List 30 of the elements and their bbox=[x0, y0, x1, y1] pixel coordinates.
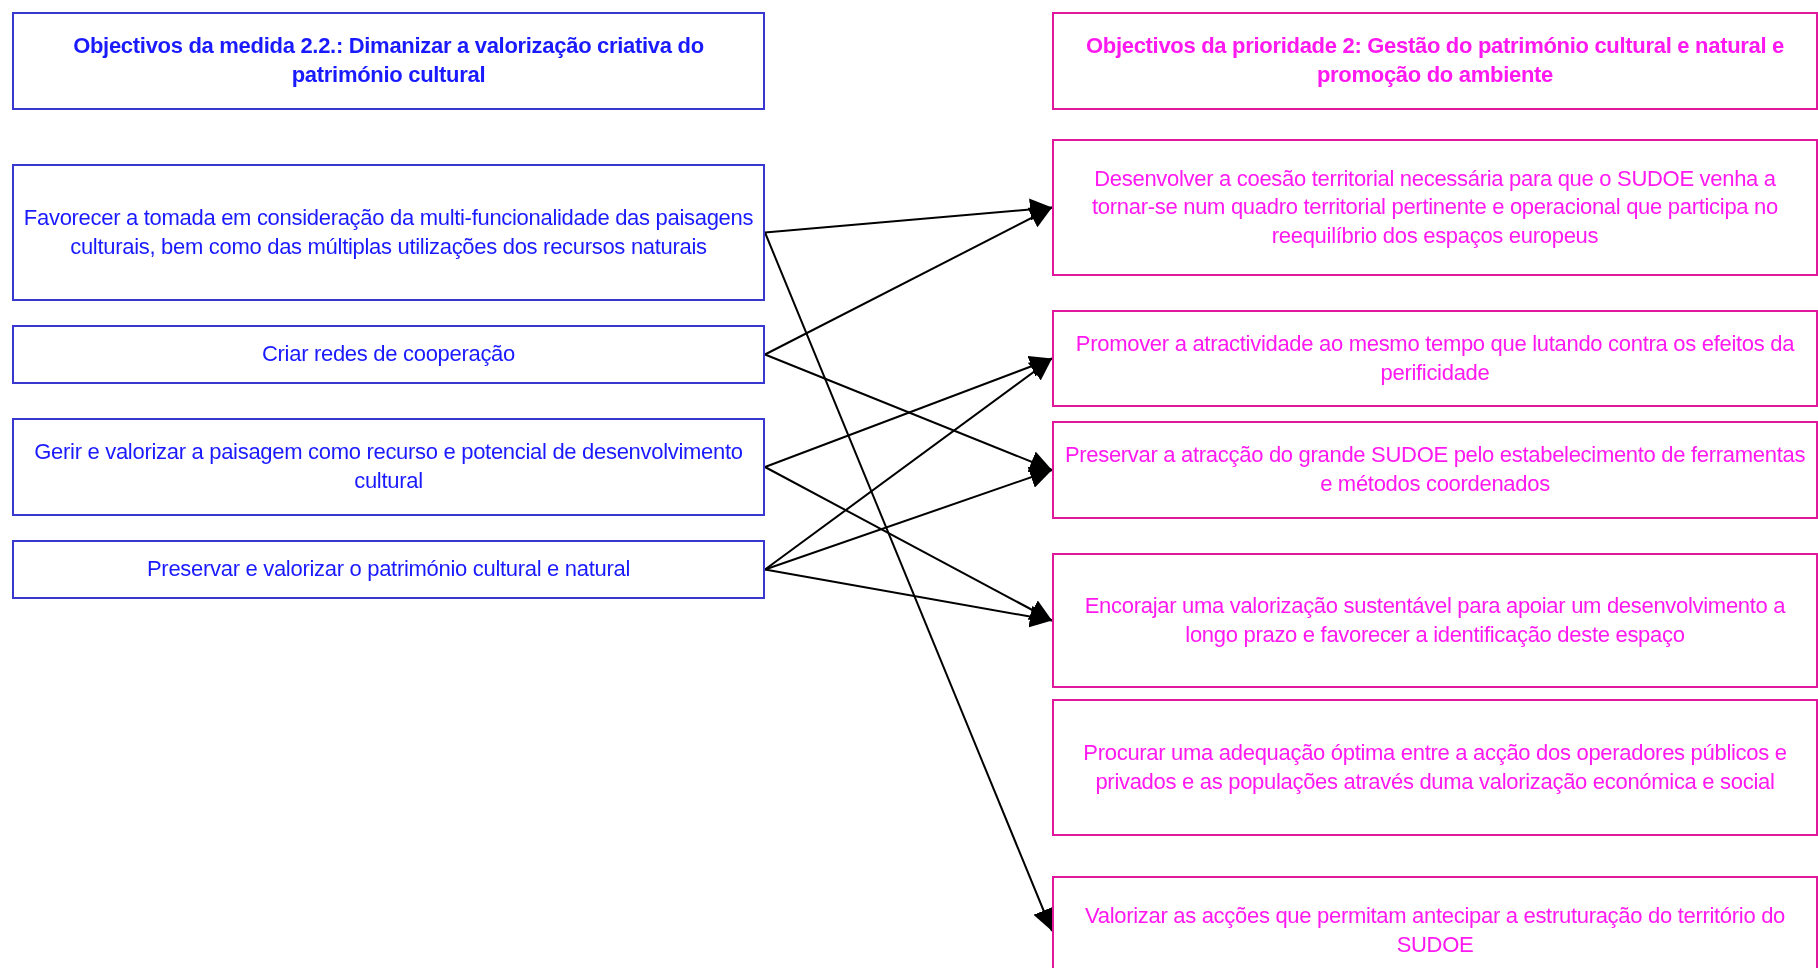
arrow bbox=[764, 466, 1053, 571]
objective-box bbox=[1052, 553, 1818, 688]
objective-text: Encorajar uma valorização sustentável para apoiar um desenvolvimento a longo prazo e favorecer a identificação deste espaço bbox=[1083, 591, 1787, 649]
objective-text: Promover a atractividade ao mesmo tempo que lutando contra os efeitos da perificidade bbox=[1074, 329, 1796, 387]
objective-box bbox=[1052, 876, 1818, 968]
objective-text: Criar redes de cooperação bbox=[262, 340, 515, 369]
objective-text: Favorecer a tomada em consideração da multi-funcionalidade das paisagens culturais, bem como das múltiplas utilizações dos recursos naturais bbox=[22, 203, 755, 261]
objective-box bbox=[1052, 310, 1818, 407]
arrow bbox=[764, 357, 1053, 571]
objective-text: Desenvolver a coesão territorial necessária para que o SUDOE venha a tornar-se num quadro territorial pertinente e operacional que participa no reequilíbrio dos espaços europeus bbox=[1091, 164, 1779, 250]
objective-text: Procurar uma adequação óptima entre a acção dos operadores públicos e privados e as populações através duma valorização económica e social bbox=[1082, 738, 1788, 796]
objective-box bbox=[12, 540, 765, 599]
objective-text: Preservar e valorizar o património cultural e natural bbox=[147, 555, 630, 584]
objective-box bbox=[12, 325, 765, 384]
objective-box bbox=[12, 418, 765, 516]
heading-box bbox=[12, 12, 765, 110]
arrow bbox=[764, 466, 1053, 622]
arrow bbox=[764, 198, 1053, 234]
objective-box bbox=[1052, 421, 1818, 519]
objective-text: Objectivos da prioridade 2: Gestão do património cultural e natural e promoção do ambiente bbox=[1084, 32, 1786, 89]
objective-box bbox=[12, 164, 765, 301]
objective-text: Objectivos da medida 2.2.: Dimanizar a valorização criativa do património cultural bbox=[72, 32, 705, 89]
arrow bbox=[764, 568, 1053, 628]
objective-text: Gerir e valorizar a paisagem como recurso e potencial de desenvolvimento cultural bbox=[33, 438, 744, 495]
objective-text: Preservar a atracção do grande SUDOE pelo estabelecimento de ferramentas e métodos coordenados bbox=[1063, 441, 1807, 498]
objective-box bbox=[1052, 699, 1818, 836]
arrow bbox=[764, 206, 1053, 356]
objective-text: Valorizar as acções que permitam antecipar a estruturação do território do SUDOE bbox=[1083, 902, 1787, 959]
objective-box bbox=[1052, 139, 1818, 276]
heading-box bbox=[1052, 12, 1818, 110]
